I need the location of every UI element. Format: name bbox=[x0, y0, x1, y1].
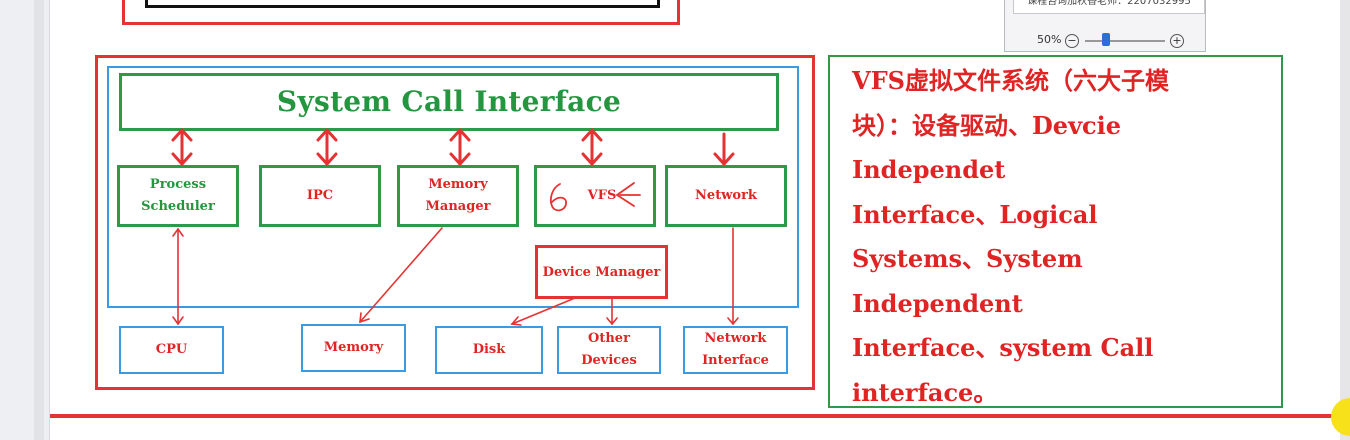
right-scrollbar[interactable] bbox=[1340, 0, 1350, 440]
zoom-panel: 课程咨询加秋香老师：2207032995 50% − + bbox=[1004, 0, 1206, 52]
previous-diagram-frame bbox=[122, 0, 680, 25]
network-label: Network bbox=[695, 188, 757, 203]
left-scroll-strip bbox=[34, 0, 44, 440]
cpu-label: CPU bbox=[155, 342, 188, 357]
zoom-level: 50% bbox=[1037, 33, 1062, 46]
minus-circle-icon[interactable]: − bbox=[1065, 34, 1079, 48]
red-divider-line bbox=[50, 414, 1340, 418]
linux-kernel-outer-frame bbox=[95, 55, 815, 390]
memory-label: Memory bbox=[323, 340, 384, 355]
vfs-note-box: VFS虚拟文件系统（六大子模 块）：设备驱动、Devcie Independet… bbox=[828, 55, 1283, 408]
zoom-slider-track[interactable] bbox=[1085, 40, 1165, 42]
network-box: Network bbox=[665, 165, 787, 227]
disk-label: Disk bbox=[472, 342, 506, 357]
cpu-box: CPU bbox=[119, 326, 224, 374]
arrow-memory-manager-memory bbox=[359, 227, 443, 324]
note-line: Interface、system Call bbox=[852, 333, 1154, 362]
process-scheduler-line2: Scheduler bbox=[141, 199, 215, 214]
arrow-network bbox=[713, 132, 735, 166]
memory-manager-line2: Manager bbox=[425, 199, 491, 214]
note-line: Systems、System bbox=[852, 244, 1083, 273]
vfs-box: VFS bbox=[534, 165, 656, 227]
handwritten-vfs-annotation bbox=[549, 182, 641, 212]
double-arrow-ipc bbox=[316, 128, 338, 166]
process-scheduler-line1: Process bbox=[149, 177, 207, 192]
device-manager-box: Device Manager bbox=[535, 245, 668, 299]
zoom-slider-thumb[interactable] bbox=[1102, 33, 1110, 46]
note-line: Independent bbox=[852, 288, 1023, 318]
arrow-network-interface bbox=[727, 227, 739, 326]
previous-diagram-inner-frame bbox=[145, 0, 660, 8]
ipc-label: IPC bbox=[306, 188, 334, 203]
left-margin bbox=[0, 0, 50, 440]
cursor-highlight bbox=[1331, 398, 1350, 436]
ipc-box: IPC bbox=[259, 165, 381, 227]
note-line: interface。 bbox=[852, 377, 998, 407]
kernel-space-frame bbox=[107, 66, 799, 308]
system-call-interface-box: System Call Interface bbox=[119, 73, 779, 131]
plus-circle-icon[interactable]: + bbox=[1170, 34, 1184, 48]
note-line: VFS虚拟文件系统（六大子模 bbox=[852, 66, 1169, 95]
other-devices-line2: Devices bbox=[581, 353, 637, 368]
note-line: Independet bbox=[852, 155, 1006, 184]
vfs-label: VFS bbox=[587, 188, 617, 203]
disk-box: Disk bbox=[435, 326, 543, 374]
double-arrow-process-scheduler bbox=[171, 128, 193, 166]
other-devices-line1: Other bbox=[588, 331, 630, 346]
vfs-note-text: VFS虚拟文件系统（六大子模 块）：设备驱动、Devcie Independet… bbox=[852, 59, 1262, 415]
arrow-device-manager-other-devices bbox=[606, 297, 618, 326]
network-interface-line1: Network bbox=[704, 331, 767, 346]
arrow-device-manager-disk bbox=[510, 297, 576, 326]
memory-manager-line1: Memory bbox=[428, 177, 488, 192]
double-arrow-memory-manager bbox=[449, 128, 471, 166]
double-arrow-vfs bbox=[581, 128, 603, 166]
note-line: 块）：设备驱动、Devcie bbox=[852, 110, 1122, 140]
memory-box: Memory bbox=[301, 324, 406, 372]
note-line: Interface、Logical bbox=[852, 199, 1098, 229]
zoom-panel-caption: 课程咨询加秋香老师：2207032995 bbox=[1013, 0, 1205, 14]
arrow-scheduler-cpu bbox=[172, 227, 184, 326]
network-interface-line2: Interface bbox=[702, 353, 769, 368]
